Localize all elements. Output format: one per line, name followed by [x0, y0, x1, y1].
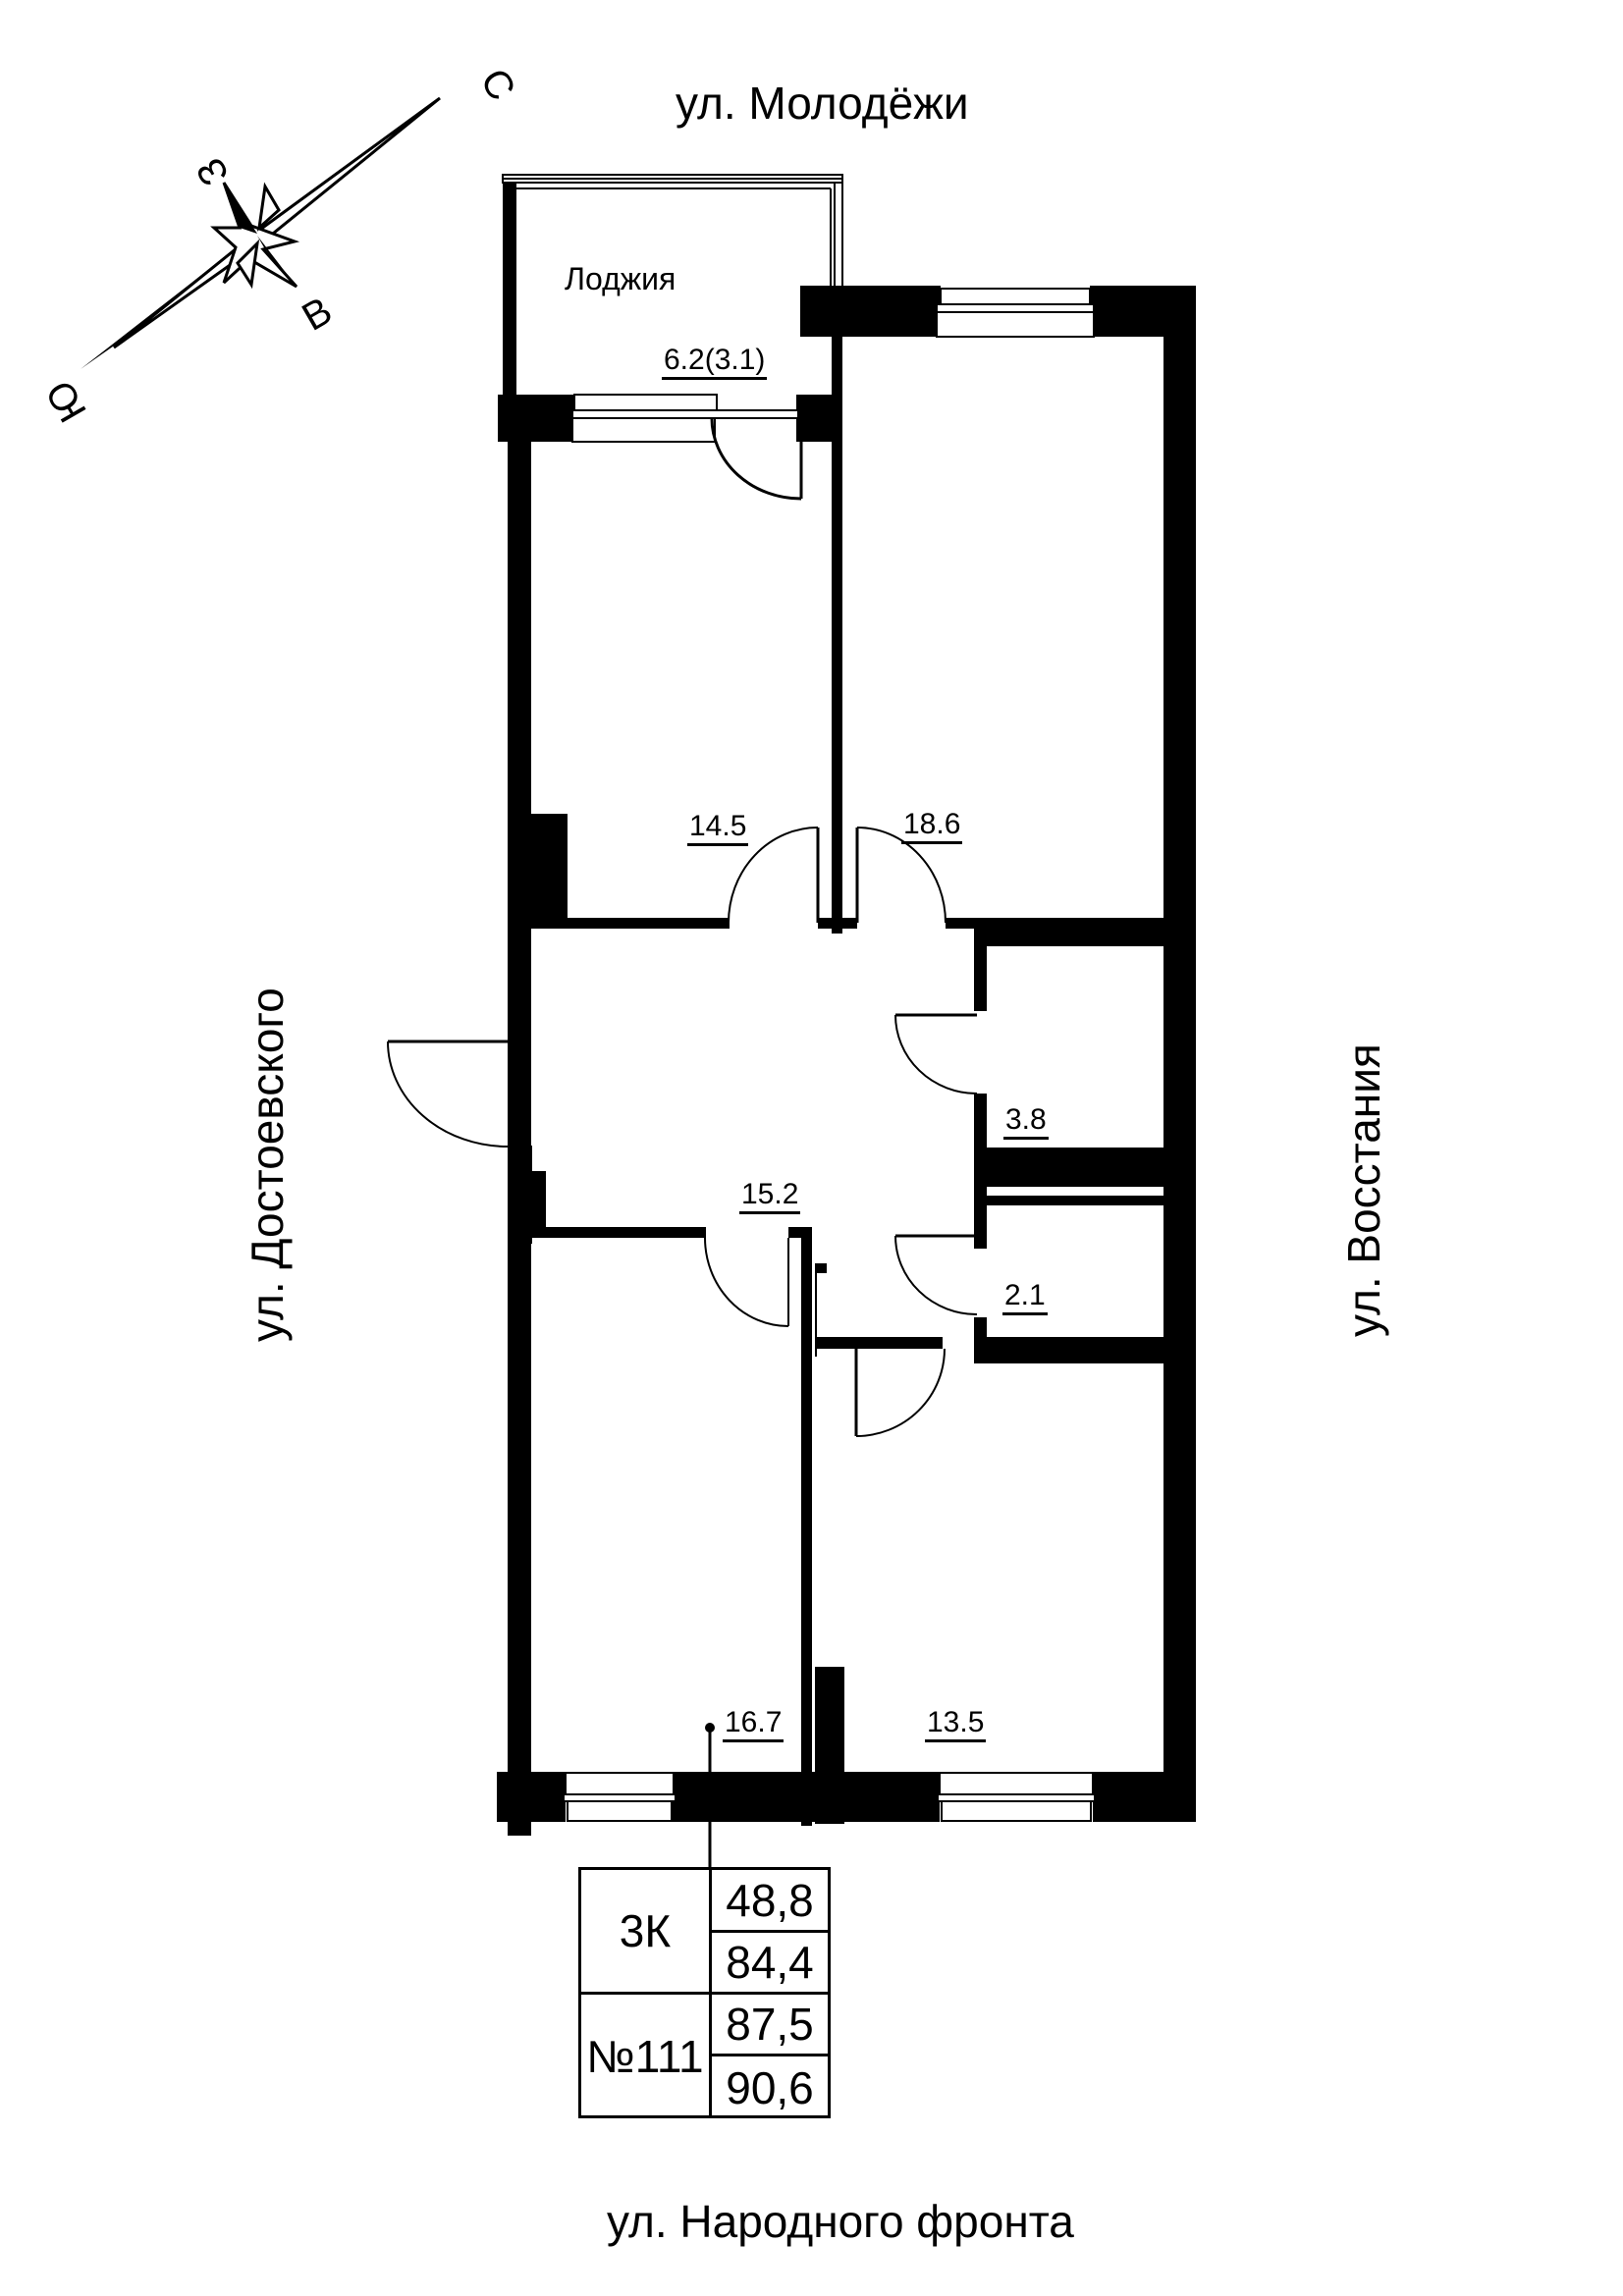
loggia-name: Лоджия	[565, 261, 676, 296]
apartment-info-table: 3К №111 48,8 84,4 87,5 90,6	[578, 1867, 831, 2118]
loggia-area: 6.2(3.1)	[662, 344, 768, 380]
info-value-1: 48,8	[712, 1870, 828, 1933]
compass-icon	[81, 96, 441, 369]
info-value-2: 84,4	[712, 1933, 828, 1995]
bedroom-nw-area: 14.5	[687, 810, 749, 846]
doors	[387, 417, 978, 1437]
leader-line	[705, 1723, 715, 1867]
apartment-number: №111	[581, 1995, 712, 2118]
street-west: ул. Достоевского	[242, 988, 293, 1342]
windows	[563, 288, 1096, 1822]
bedroom-se-area: 13.5	[925, 1706, 987, 1742]
info-value-3: 87,5	[712, 1995, 828, 2056]
hallway-area: 15.2	[739, 1178, 801, 1214]
street-east: ул. Восстания	[1338, 1043, 1389, 1337]
walls	[497, 286, 1196, 1836]
street-north: ул. Молодёжи	[676, 78, 969, 129]
street-south: ул. Народного фронта	[607, 2196, 1074, 2247]
wc-area: 2.1	[1002, 1279, 1048, 1315]
loggia	[502, 174, 843, 402]
apartment-type: 3К	[581, 1870, 712, 1995]
info-value-4: 90,6	[726, 2061, 814, 2113]
bedroom-sw-area: 16.7	[723, 1706, 784, 1742]
bathroom-area: 3.8	[1003, 1103, 1049, 1140]
bedroom-ne-area: 18.6	[901, 808, 963, 844]
